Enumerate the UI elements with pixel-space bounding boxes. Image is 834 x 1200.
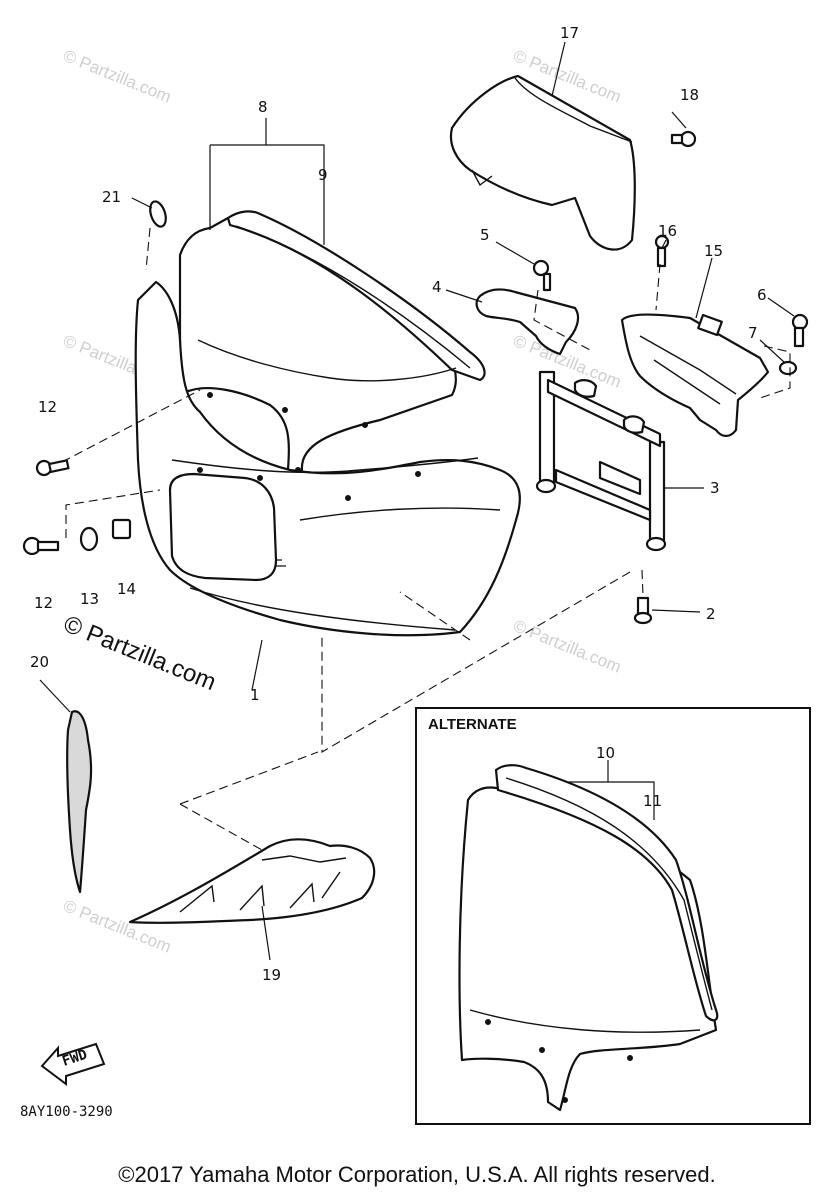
part-3-frame — [535, 370, 667, 552]
part-4-stay — [475, 288, 580, 356]
part-12-screw-upper — [35, 459, 70, 477]
part-20-strip — [66, 710, 93, 894]
callout-6: 6 — [757, 286, 767, 304]
callout-13: 13 — [80, 590, 99, 608]
watermark: © Partzilla.com — [61, 46, 174, 107]
callout-15: 15 — [704, 242, 723, 260]
callout-7: 7 — [748, 324, 758, 342]
callout-12b: 12 — [34, 594, 53, 612]
watermark: © Partzilla.com — [61, 896, 174, 957]
part-15-bracket — [620, 313, 770, 438]
part-10-windshield-alternate — [458, 764, 719, 1112]
callout-16: 16 — [658, 222, 677, 240]
part-2-bolt — [633, 596, 653, 625]
assembly-lines — [61, 227, 791, 851]
callout-10: 10 — [596, 744, 615, 762]
callout-3: 3 — [710, 479, 720, 497]
front-arrow-label: FWD — [60, 1047, 89, 1070]
callout-11: 11 — [643, 792, 662, 810]
part-8-windshield — [178, 210, 486, 480]
callout-12a: 12 — [38, 398, 57, 416]
callout-19: 19 — [262, 966, 281, 984]
callout-17: 17 — [560, 24, 579, 42]
callout-4: 4 — [432, 278, 442, 296]
callout-20: 20 — [30, 653, 49, 671]
part-17-cover — [449, 74, 636, 251]
callout-leaders — [39, 41, 795, 961]
part-5-bolt — [532, 259, 552, 292]
alternate-label: ALTERNATE — [428, 716, 517, 733]
part-6-bolt — [791, 313, 809, 348]
callout-2: 2 — [706, 605, 716, 623]
drawing-code: 8AY100-3290 — [20, 1104, 113, 1120]
callout-14: 14 — [117, 580, 136, 598]
part-1-fairing — [134, 280, 521, 637]
callout-5: 5 — [480, 226, 490, 244]
part-21-grommet — [149, 200, 167, 228]
part-7-collar — [778, 360, 798, 376]
part-13-grommet — [79, 526, 99, 552]
callout-21: 21 — [102, 188, 121, 206]
part-18-screw — [670, 130, 697, 148]
part-14-nut — [111, 518, 132, 540]
callout-9: 9 — [318, 166, 328, 184]
callouts: 1 2 3 4 5 6 7 8 9 10 11 12 12 13 14 15 1… — [30, 24, 767, 984]
callout-8: 8 — [258, 98, 268, 116]
callout-18: 18 — [680, 86, 699, 104]
part-12-screw-lower — [22, 536, 60, 556]
front-arrow-icon: FWD — [40, 1042, 106, 1086]
callout-1: 1 — [250, 686, 260, 704]
copyright-notice: ©2017 Yamaha Motor Corporation, U.S.A. A… — [118, 1162, 716, 1187]
part-16-bolt — [654, 234, 670, 268]
watermark: © Partzilla.com — [511, 616, 624, 677]
alternate-box: ALTERNATE — [415, 707, 811, 1125]
watermark-strong: © Partzilla.com — [60, 611, 220, 697]
part-19-panel — [128, 838, 376, 924]
